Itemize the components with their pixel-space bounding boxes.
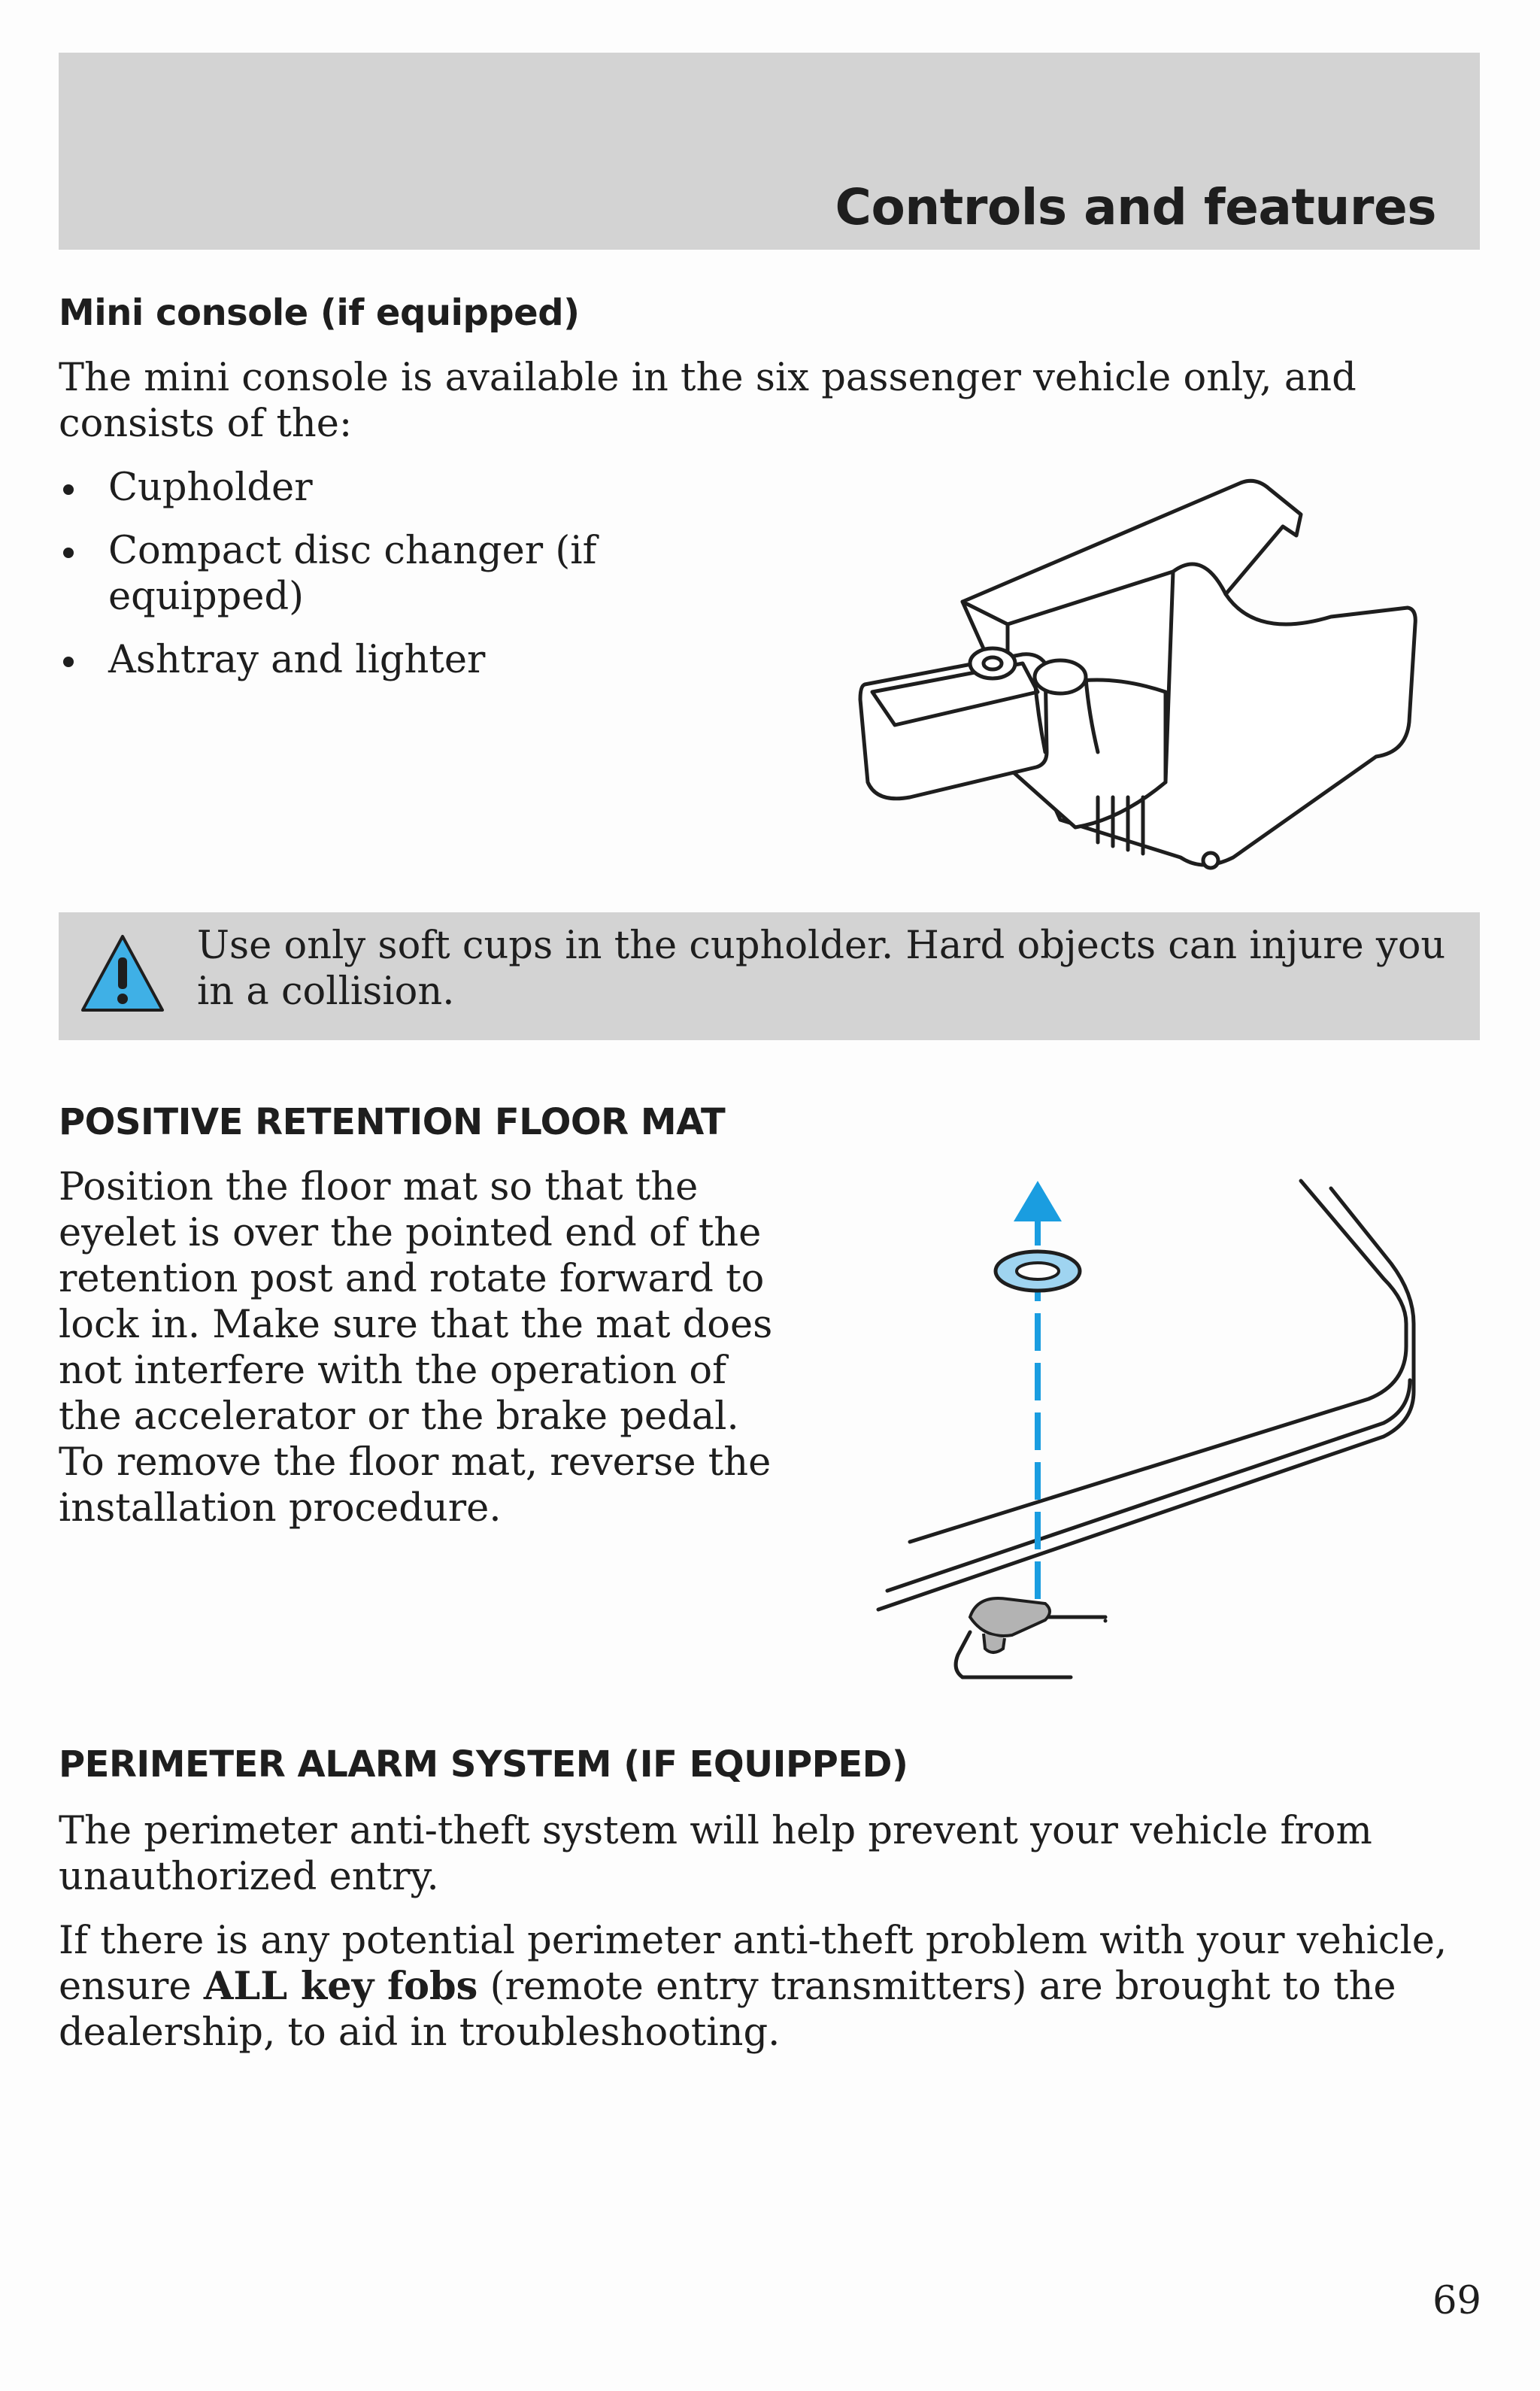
floor-mat-retention-illustration	[876, 1179, 1416, 1679]
list-item: Compact disc changer (if equipped)	[59, 528, 645, 620]
page-number: 69	[1432, 2279, 1481, 2323]
floor-mat-heading: POSITIVE RETENTION FLOOR MAT	[59, 1101, 726, 1143]
floor-mat-text: Position the floor mat so that the eyele…	[59, 1165, 773, 1531]
list-item-label: Ashtray and lighter	[108, 638, 486, 682]
list-item-label: Cupholder	[108, 466, 313, 510]
perimeter-alarm-para2-end: (remote entry transmitters) are brought …	[59, 1965, 1396, 2055]
warning-triangle-icon	[81, 935, 164, 1012]
list-item: Cupholder	[59, 465, 645, 511]
warning-text: Use only soft cups in the cupholder. Har…	[197, 924, 1446, 1014]
page-title: Controls and features	[835, 178, 1437, 236]
perimeter-alarm-para2: If there is any potential perimeter anti…	[59, 1918, 1487, 2056]
bullet-icon	[63, 657, 74, 667]
list-item: Ashtray and lighter	[59, 637, 645, 683]
header-band: Controls and features	[59, 53, 1480, 250]
bullet-icon	[63, 484, 74, 495]
perimeter-alarm-para1: The perimeter anti-theft system will hel…	[59, 1809, 1372, 1899]
mini-console-heading: Mini console (if equipped)	[59, 292, 580, 334]
perimeter-alarm-heading: PERIMETER ALARM SYSTEM (IF EQUIPPED)	[59, 1743, 908, 1786]
mini-console-list: Cupholder Compact disc changer (if equip…	[59, 465, 645, 700]
perimeter-alarm-para2-start: If there is any potential perimeter anti…	[59, 1919, 1448, 2009]
list-item-label: Compact disc changer (if equipped)	[108, 529, 597, 619]
bullet-icon	[63, 548, 74, 558]
mini-console-illustration	[858, 478, 1417, 870]
warning-box: Use only soft cups in the cupholder. Har…	[59, 912, 1480, 1040]
mini-console-intro: The mini console is available in the six…	[59, 356, 1357, 446]
perimeter-alarm-emphasis: ALL key fobs	[203, 1964, 478, 2009]
